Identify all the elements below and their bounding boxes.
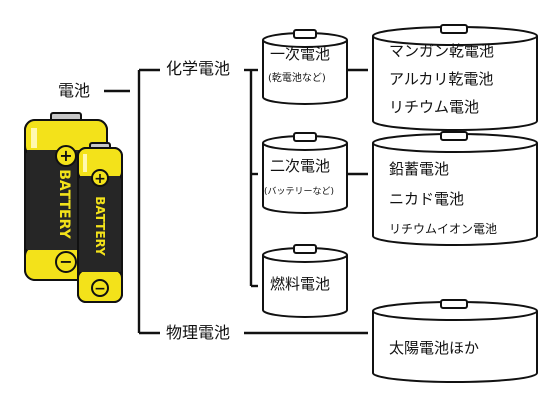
- category-secondary-label: 二次電池: [270, 157, 331, 175]
- example-solar: 太陽電池ほか: [389, 339, 480, 357]
- example-cylinders: [372, 24, 538, 383]
- small-battery-minus: −: [94, 281, 106, 297]
- cylinder-secondary-examples: [372, 131, 538, 246]
- example-manganese: マンガン乾電池: [389, 42, 495, 60]
- example-alkaline: アルカリ乾電池: [389, 70, 494, 88]
- example-nicad: ニカド電池: [389, 190, 465, 208]
- category-fuel-label: 燃料電池: [270, 275, 331, 293]
- large-battery-minus: −: [59, 252, 72, 271]
- connector-lines: [104, 68, 368, 335]
- cylinder-secondary: [262, 132, 348, 214]
- category-primary-sub: (乾電池など): [268, 73, 326, 84]
- large-battery-plus: +: [59, 146, 72, 165]
- example-lithium: リチウム電池: [389, 98, 480, 116]
- example-lithium-ion: リチウムイオン電池: [389, 222, 498, 236]
- category-cylinders: [262, 29, 348, 318]
- cylinder-primary-examples: [372, 24, 538, 131]
- branch-label-physical: 物理電池: [166, 323, 231, 342]
- cylinder-fuel: [262, 244, 348, 318]
- small-battery-plus: +: [94, 171, 106, 187]
- branch-label-chemical: 化学電池: [166, 59, 231, 78]
- category-secondary-sub: (バッテリーなど): [264, 187, 335, 197]
- small-battery-icon: [77, 142, 123, 303]
- cylinder-primary: [262, 29, 348, 105]
- category-primary-label: 一次電池: [270, 45, 331, 63]
- large-battery-label: BATTERY: [56, 169, 72, 239]
- cylinder-physical-examples: [372, 299, 538, 383]
- battery-illustration: + − BATTERY + − BATTERY: [24, 112, 123, 303]
- example-lead-acid: 鉛蓄電池: [389, 160, 450, 178]
- root-label: 電池: [58, 81, 91, 100]
- small-battery-label: BATTERY: [93, 196, 107, 256]
